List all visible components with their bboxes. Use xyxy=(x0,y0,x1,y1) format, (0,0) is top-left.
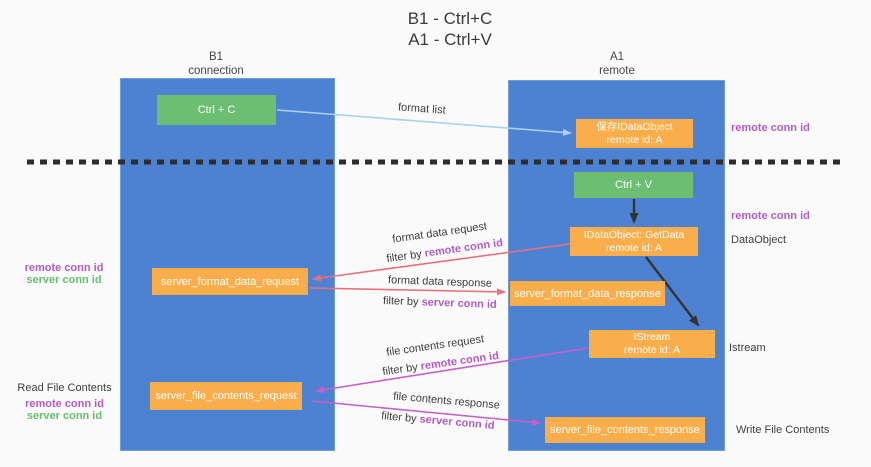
save-idataobject-title: 保存IDataObject xyxy=(596,120,673,133)
server-file-contents-request-label: server_file_contents_request xyxy=(155,390,297,402)
format-list-label: format list xyxy=(397,101,447,117)
filter-by-server-2: filter by server conn id xyxy=(381,410,495,432)
left-read-file-block: Read File Contents remote conn id server… xyxy=(12,382,117,422)
left-remote-conn-id-bottom: remote conn id xyxy=(25,398,104,410)
getdata-remote-id: remote id: A xyxy=(605,241,663,254)
file-contents-response-label: file contents response xyxy=(392,390,501,412)
save-idataobject-node: 保存IDataObject remote id: A xyxy=(576,119,693,148)
filter-by-text: filter by xyxy=(380,410,418,426)
istream-annotation: Istream xyxy=(729,342,766,354)
ctrl-c-node: Ctrl + C xyxy=(157,95,276,125)
ctrl-c-label: Ctrl + C xyxy=(197,104,236,116)
right-remote-conn-id-mid: remote conn id xyxy=(731,210,810,222)
lane-a1-role: remote xyxy=(599,65,635,77)
filter-by-text: filter by xyxy=(382,295,419,309)
write-file-contents-annotation: Write File Contents xyxy=(736,424,830,436)
right-remote-conn-id-top: remote conn id xyxy=(731,122,810,134)
lane-header-b1: B1 connection xyxy=(116,50,316,78)
istream-node: IStream remote id: A xyxy=(589,330,715,358)
ctrl-v-node: Ctrl + V xyxy=(574,172,693,198)
server-format-data-response-label: server_format_data_response xyxy=(514,287,661,300)
save-idataobject-remote-id: remote id: A xyxy=(606,133,663,146)
server-conn-id-keyword: server conn id xyxy=(421,296,497,311)
left-remote-conn-id-top: remote conn id xyxy=(24,262,104,274)
server-file-contents-response-label: server_file_contents_response xyxy=(550,424,700,436)
server-format-data-request-node: server_format_data_request xyxy=(152,268,308,295)
read-file-contents-annotation: Read File Contents xyxy=(17,382,112,394)
left-server-conn-id-bottom: server conn id xyxy=(26,410,103,422)
filter-by-text: filter by xyxy=(385,248,423,266)
remote-conn-id-keyword: remote conn id xyxy=(419,349,500,373)
getdata-title: IDataObject::GetData xyxy=(583,228,685,241)
dataobject-annotation: DataObject xyxy=(731,234,787,246)
server-conn-id-keyword: server conn id xyxy=(419,413,496,432)
server-format-data-response-node: server_format_data_response xyxy=(510,281,665,306)
remote-conn-id-keyword: remote conn id xyxy=(423,236,504,260)
left-conn-id-block-top: remote conn id server conn id xyxy=(14,262,114,286)
title-line-1: B1 - Ctrl+C xyxy=(407,9,493,28)
left-server-conn-id-top: server conn id xyxy=(26,274,102,286)
istream-remote-id: remote id: A xyxy=(623,344,681,356)
diagram-title: B1 - Ctrl+C A1 - Ctrl+V xyxy=(330,8,570,50)
ctrl-v-label: Ctrl + V xyxy=(615,179,652,191)
server-file-contents-request-node: server_file_contents_request xyxy=(150,382,302,410)
lane-b1-role: connection xyxy=(188,65,244,77)
server-format-data-request-label: server_format_data_request xyxy=(160,275,300,288)
lane-b1-name: B1 xyxy=(208,51,224,63)
lane-header-a1: A1 remote xyxy=(517,50,717,78)
title-line-2: A1 - Ctrl+V xyxy=(408,30,492,49)
filter-by-text: filter by xyxy=(381,361,419,379)
lane-a1-name: A1 xyxy=(609,51,625,63)
server-file-contents-response-node: server_file_contents_response xyxy=(545,417,705,443)
format-data-response-label: format data response xyxy=(387,274,493,290)
filter-by-server-1: filter by server conn id xyxy=(383,295,497,311)
istream-title: IStream xyxy=(633,331,671,343)
getdata-node: IDataObject::GetData remote id: A xyxy=(570,227,698,256)
